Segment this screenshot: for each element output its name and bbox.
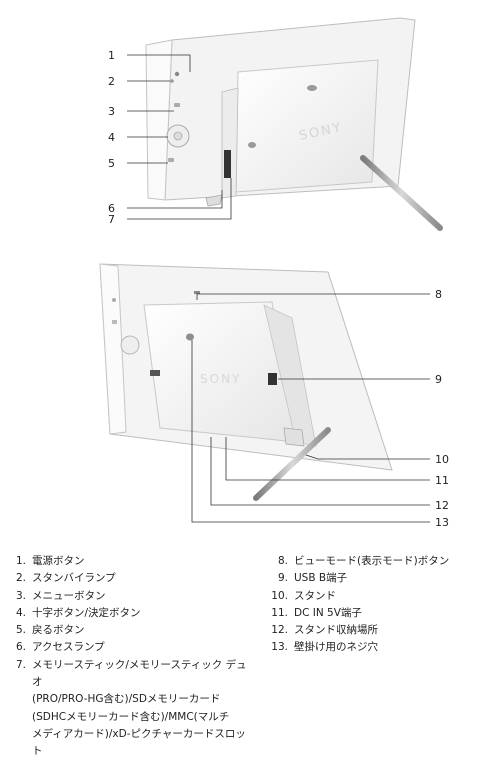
callout-5: 5 xyxy=(108,157,115,170)
callout-labels-top: 1 2 3 4 5 6 7 xyxy=(108,49,115,226)
callout-labels-bottom: 8 9 10 11 12 13 xyxy=(435,288,449,529)
dc-in-port xyxy=(150,370,160,376)
stand-foot xyxy=(205,194,223,207)
callout-1: 1 xyxy=(108,49,115,62)
legend-number: 9. xyxy=(277,572,288,585)
legend-item: 11. DC IN 5V端子 xyxy=(262,605,500,622)
callout-line-7 xyxy=(127,178,232,220)
legend-item: 12. スタンド収納場所 xyxy=(262,622,500,639)
stand-rod xyxy=(360,155,443,231)
frame-bottom-view: SONY xyxy=(99,263,393,501)
mount-hole-side xyxy=(248,142,256,148)
legend-number: 2. xyxy=(15,572,26,585)
card-slot-area xyxy=(221,87,239,199)
brand-emboss-2: SONY xyxy=(200,372,241,386)
callout-line-1 xyxy=(127,54,191,72)
callout-9: 9 xyxy=(435,373,442,386)
legend-text: 電源ボタン xyxy=(32,555,85,567)
back-panel xyxy=(235,59,379,193)
legend-text: スタンバイランプ xyxy=(32,572,116,585)
legend-text: スタンド収納場所 xyxy=(294,624,378,637)
dpad-center xyxy=(173,131,183,141)
view-mode-button xyxy=(194,291,200,294)
legend-item: 8. ビューモード(表示モード)ボタン xyxy=(262,553,500,570)
legend-item: 7. メモリースティック/メモリースティック デュオ (PRO/PRO-HG含む)… xyxy=(0,657,255,761)
side-dpad xyxy=(120,335,140,355)
callout-8: 8 xyxy=(435,288,442,301)
legend-item: 13. 壁掛け用のネジ穴 xyxy=(262,639,500,656)
legend-text: 十字ボタン/決定ボタン xyxy=(32,606,141,619)
legend-text: メモリースティック/メモリースティック デュオ (PRO/PRO-HG含む)/S… xyxy=(32,658,247,758)
callout-line-8 xyxy=(196,293,430,300)
side-button-a xyxy=(112,298,116,302)
legend-number: 6. xyxy=(15,641,26,654)
power-button xyxy=(174,71,180,77)
legend-number: 11. xyxy=(271,606,288,619)
legend-number: 1. xyxy=(15,555,26,567)
usb-b-port xyxy=(268,373,277,385)
stand-storage xyxy=(283,427,305,447)
legend-item: 4. 十字ボタン/決定ボタン xyxy=(0,605,255,622)
product-diagram: SONY 1 2 3 4 5 6 7 xyxy=(99,17,449,529)
legend-text: アクセスランプ xyxy=(32,641,105,654)
standby-lamp xyxy=(170,79,174,83)
legend-item: 3. メニューボタン xyxy=(0,588,255,605)
stand-rod-2 xyxy=(253,427,331,501)
wall-mount-hole xyxy=(186,333,194,341)
legend-item: 9. USB B端子 xyxy=(262,570,500,587)
callout-lines-top xyxy=(127,54,232,220)
callout-2: 2 xyxy=(108,75,115,88)
legend-number: 13. xyxy=(271,641,288,654)
legend-number: 3. xyxy=(15,589,26,602)
callout-line-10 xyxy=(305,454,430,460)
legend-number: 4. xyxy=(15,606,26,619)
legend-item: 1. 電源ボタン xyxy=(0,553,255,570)
legend-left: 1. 電源ボタン 2. スタンバイランプ 3. メニューボタン 4. 十字ボタン/決定ボ… xyxy=(0,553,255,761)
legend-item: 2. スタンバイランプ xyxy=(0,570,255,587)
legend-item: 6. アクセスランプ xyxy=(0,639,255,656)
side-bezel-2 xyxy=(99,263,127,435)
legend-number: 5. xyxy=(15,624,26,637)
callout-line-6 xyxy=(127,190,223,209)
frame-top-view: SONY xyxy=(145,17,443,231)
callout-13: 13 xyxy=(435,516,449,529)
legend-text: DC IN 5V端子 xyxy=(294,606,362,619)
legend-text: USB B端子 xyxy=(294,572,348,585)
legend-item: 10. スタンド xyxy=(262,588,500,605)
side-bezel xyxy=(145,39,173,201)
legend-text: スタンド xyxy=(294,589,336,602)
legend-text: ビューモード(表示モード)ボタン xyxy=(294,555,450,567)
callout-4: 4 xyxy=(108,131,115,144)
legend-text: 壁掛け用のネジ穴 xyxy=(294,641,378,654)
callout-12: 12 xyxy=(435,499,449,512)
callout-line-11 xyxy=(225,437,430,481)
callout-7: 7 xyxy=(108,213,115,226)
side-button-b xyxy=(112,320,117,324)
legend-number: 10. xyxy=(271,589,288,602)
legend-right: 8. ビューモード(表示モード)ボタン 9. USB B端子 10. スタンド 11.… xyxy=(262,553,500,657)
legend-text: メニューボタン xyxy=(32,589,106,602)
back-button xyxy=(168,158,174,162)
callout-3: 3 xyxy=(108,105,115,118)
callout-line-12 xyxy=(210,437,430,506)
callout-lines-bottom xyxy=(191,293,430,523)
menu-button xyxy=(174,103,180,107)
callout-11: 11 xyxy=(435,474,449,487)
mount-hole-top xyxy=(307,85,317,91)
legend-text: 戻るボタン xyxy=(32,624,85,637)
card-slot xyxy=(224,150,231,178)
legend-number: 8. xyxy=(277,555,288,567)
callout-line-13 xyxy=(191,340,430,523)
callout-10: 10 xyxy=(435,453,449,466)
legend-number: 7. xyxy=(15,658,26,671)
callout-6: 6 xyxy=(108,202,115,215)
legend-number: 12. xyxy=(271,624,288,637)
legend-item: 5. 戻るボタン xyxy=(0,622,255,639)
back-panel-2-ridge xyxy=(263,304,317,447)
